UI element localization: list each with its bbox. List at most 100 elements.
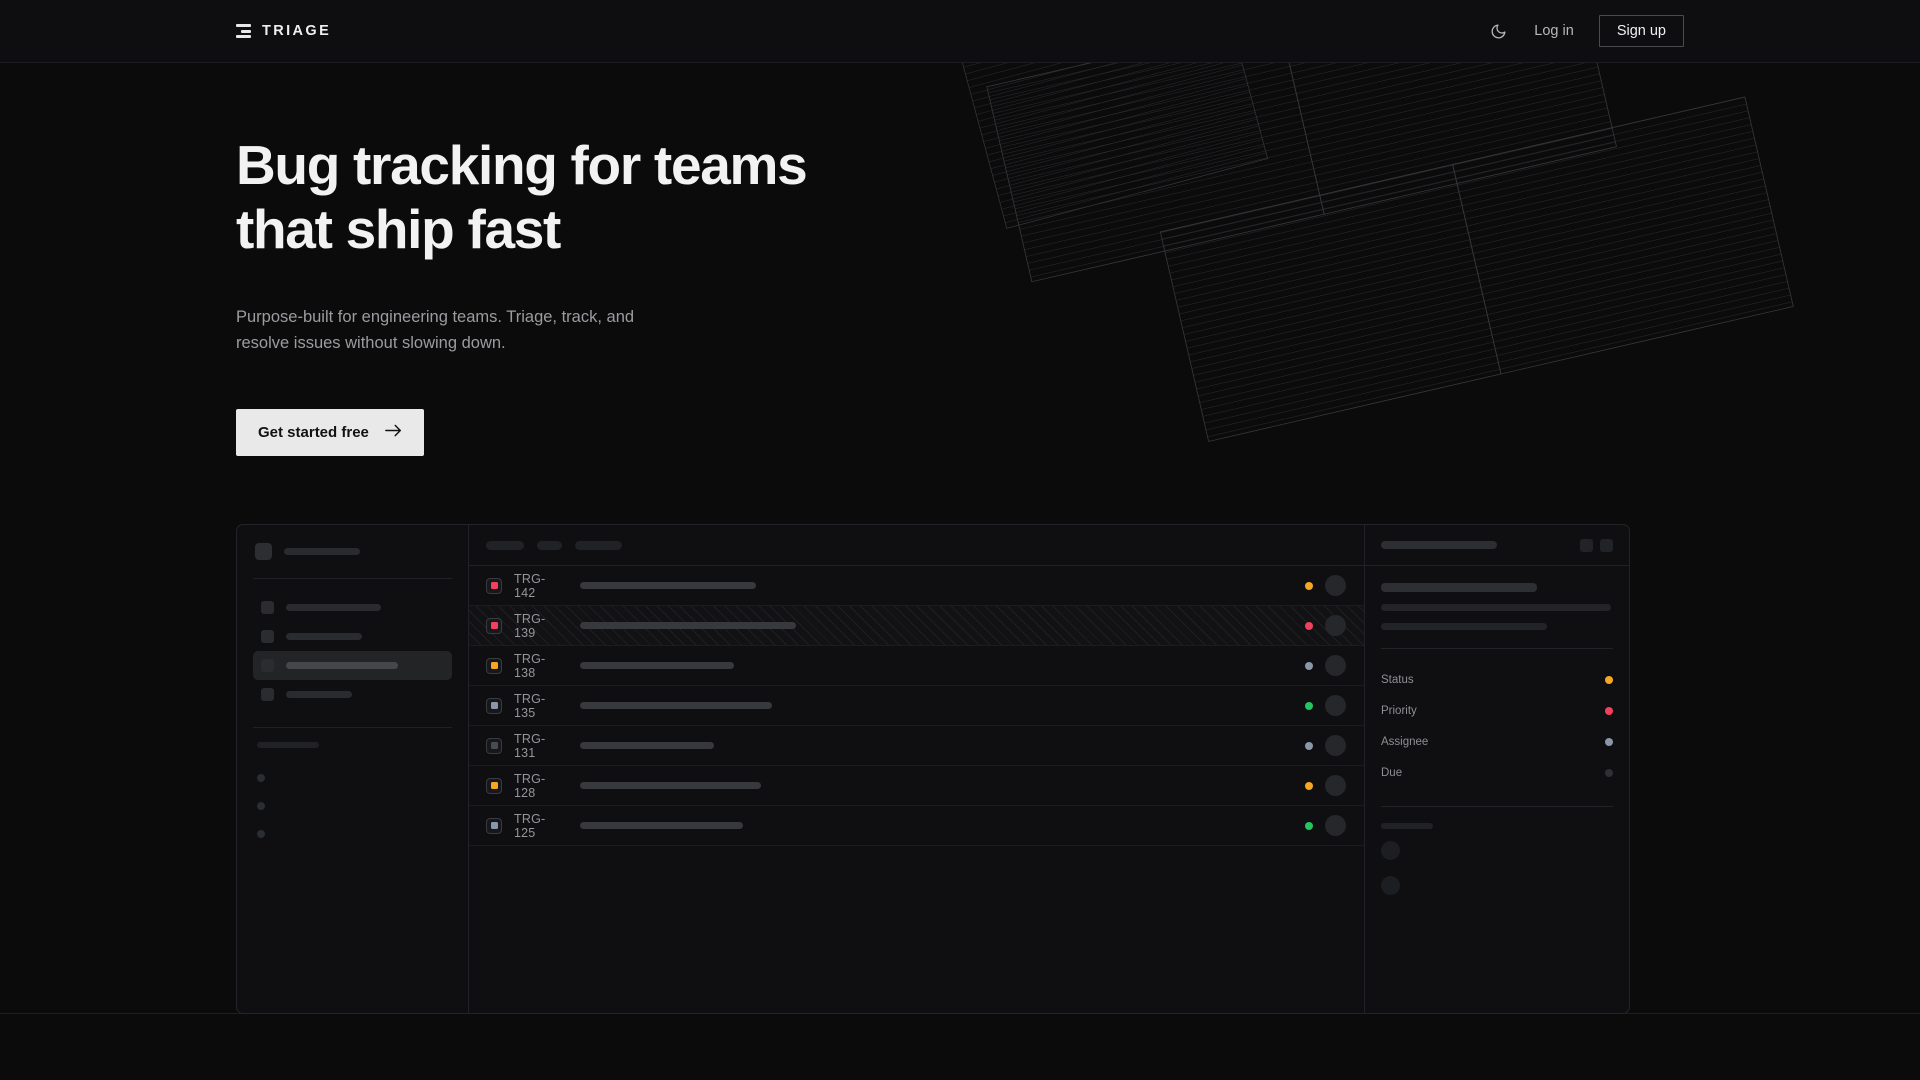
detail-description-line — [1381, 604, 1611, 611]
table-row[interactable]: TRG-128 — [469, 766, 1364, 806]
issue-title-skeleton — [580, 582, 756, 589]
issue-type-icon — [486, 617, 502, 634]
detail-meta-due[interactable]: Due — [1381, 757, 1613, 788]
arrow-right-icon — [385, 424, 402, 441]
issue-id: TRG-128 — [514, 771, 546, 800]
sidebar-item-3[interactable] — [253, 651, 452, 680]
issue-type-icon — [486, 737, 502, 754]
issue-id: TRG-135 — [514, 691, 546, 720]
sidebar-sublist-item[interactable] — [253, 764, 452, 792]
detail-meta-value-dot — [1605, 706, 1613, 715]
table-row[interactable]: TRG-125 — [469, 806, 1364, 846]
avatar[interactable] — [1325, 775, 1346, 796]
page-title: Bug tracking for teams that ship fast — [236, 133, 808, 262]
issue-title-skeleton — [580, 742, 714, 749]
sidebar-item-icon — [261, 630, 274, 643]
sidebar-item-2[interactable] — [253, 622, 452, 651]
hero-subheading-line-2: resolve issues without slowing down. — [236, 334, 506, 353]
detail-meta-status[interactable]: Status — [1381, 664, 1613, 695]
activity-avatar[interactable] — [1381, 841, 1400, 860]
avatar[interactable] — [1325, 615, 1346, 636]
sidebar-item-label-skeleton — [286, 691, 352, 698]
sidebar-item-label-skeleton — [286, 604, 381, 611]
site-header: TRIAGE Log in Sign up — [0, 0, 1920, 63]
issue-title-skeleton — [580, 662, 734, 669]
issue-type-icon — [486, 657, 502, 674]
issue-title-skeleton — [580, 782, 761, 789]
sidebar-item-icon — [261, 601, 274, 614]
detail-meta-value-dot — [1605, 675, 1613, 684]
sidebar-workspace[interactable] — [253, 539, 452, 560]
stacked-bars-icon — [236, 24, 251, 38]
avatar[interactable] — [1325, 815, 1346, 836]
signup-button[interactable]: Sign up — [1598, 15, 1684, 47]
brand-logo[interactable]: TRIAGE — [236, 23, 331, 39]
sidebar-item-4[interactable] — [253, 680, 452, 709]
detail-activity-label-skeleton — [1381, 823, 1433, 829]
sidebar-item-icon — [261, 688, 274, 701]
header-actions: Log in Sign up — [1487, 15, 1684, 47]
table-row[interactable]: TRG-138 — [469, 646, 1364, 686]
moon-icon[interactable] — [1487, 20, 1509, 42]
login-link[interactable]: Log in — [1534, 23, 1574, 39]
detail-meta-label: Status — [1381, 673, 1414, 686]
sidebar-item-label-skeleton — [286, 633, 362, 640]
toolbar-control-skeleton[interactable] — [537, 540, 562, 550]
brand-name: TRIAGE — [262, 23, 332, 39]
toolbar-control-skeleton[interactable] — [486, 540, 524, 550]
issue-row-meta — [1305, 775, 1364, 796]
activity-avatar[interactable] — [1381, 876, 1400, 895]
detail-meta-assignee[interactable]: Assignee — [1381, 726, 1613, 757]
table-row[interactable]: TRG-139 — [469, 606, 1364, 646]
detail-panel-header — [1365, 525, 1629, 566]
detail-meta-label: Priority — [1381, 704, 1417, 717]
sidebar-sublist-item[interactable] — [253, 820, 452, 848]
detail-meta-label: Assignee — [1381, 735, 1429, 748]
detail-action-button[interactable] — [1580, 538, 1593, 552]
issue-row-meta — [1305, 655, 1364, 676]
detail-meta-label: Due — [1381, 766, 1403, 779]
mockup-sidebar — [237, 525, 469, 1013]
issue-type-icon — [486, 577, 502, 594]
hero-section: Bug tracking for teams that ship fast Pu… — [236, 63, 808, 457]
detail-action-button[interactable] — [1600, 538, 1613, 552]
table-row[interactable]: TRG-142 — [469, 566, 1364, 606]
issue-type-icon — [486, 777, 502, 794]
issue-row-meta — [1305, 575, 1364, 596]
table-row[interactable]: TRG-135 — [469, 686, 1364, 726]
get-started-button[interactable]: Get started free — [236, 409, 424, 457]
avatar[interactable] — [1325, 575, 1346, 596]
toolbar-control-skeleton[interactable] — [575, 540, 622, 550]
table-row[interactable]: TRG-131 — [469, 726, 1364, 766]
sidebar-divider-top — [253, 578, 452, 579]
detail-divider — [1381, 648, 1613, 649]
status-badge — [1305, 741, 1313, 750]
sidebar-item-1[interactable] — [253, 593, 452, 622]
issue-id: TRG-138 — [514, 651, 546, 680]
hero-subheading: Purpose-built for engineering teams. Tri… — [236, 304, 706, 357]
status-badge — [1305, 701, 1313, 710]
hero-subheading-line-1: Purpose-built for engineering teams. Tri… — [236, 307, 635, 326]
sidebar-nav — [253, 593, 452, 709]
detail-title-skeleton — [1381, 541, 1497, 549]
issue-list-toolbar — [469, 525, 1364, 566]
sidebar-sublist-item[interactable] — [253, 792, 452, 820]
sidebar-sublist — [253, 764, 452, 848]
avatar[interactable] — [1325, 735, 1346, 756]
status-badge — [1305, 581, 1313, 590]
issue-title-skeleton — [580, 702, 772, 709]
detail-meta-priority[interactable]: Priority — [1381, 695, 1613, 726]
detail-meta-value-dot — [1605, 737, 1613, 746]
detail-description-line — [1381, 623, 1547, 630]
avatar[interactable] — [1325, 655, 1346, 676]
avatar[interactable] — [1325, 695, 1346, 716]
issue-type-icon — [486, 697, 502, 714]
issue-id: TRG-139 — [514, 611, 546, 640]
sidebar-item-label-skeleton — [286, 662, 398, 669]
sidebar-divider-bottom — [253, 727, 452, 728]
